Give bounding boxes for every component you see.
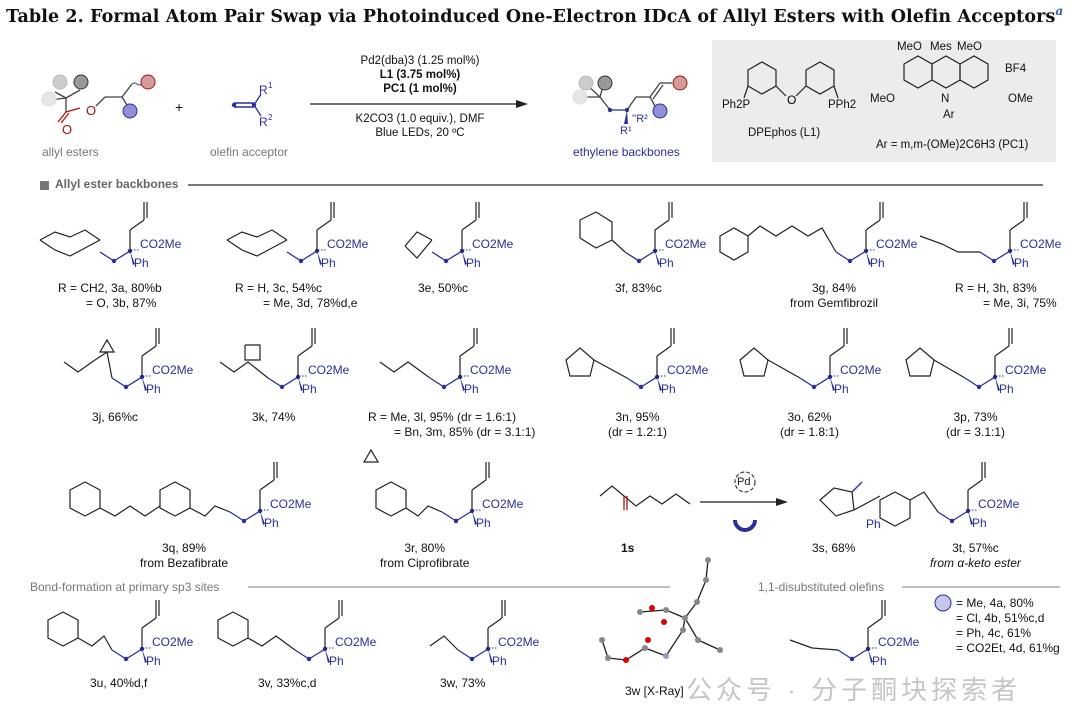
xray-structure [601,559,721,661]
pph2-label: PPh2 [828,99,857,111]
ar-label: Ar [943,109,955,121]
svg-text:O: O [86,103,96,118]
caption-3s: 3s, 68% [812,541,856,555]
caption-3c-3d: R = H, 3c, 54%c= Me, 3d, 78%d,e [235,281,358,310]
olefin-acceptor-structure: R 1 R 2 [231,81,273,129]
caption-3n: 3n, 95%(dr = 1.2:1) [608,410,668,439]
dpephos-structure [743,61,839,99]
caption-3r: 3r, 80%from Ciprofibrate [380,541,470,570]
svg-text:O: O [787,93,796,107]
caption-3w-xray: 3w [X-Ray] [625,684,684,698]
caption-3l-3m: R = Me, 3l, 95% (dr = 1.6:1)= Bn, 3m, 85… [368,410,536,439]
meo-label-1: MeO [897,41,922,53]
svg-text:R: R [259,115,268,129]
svg-text:''R²: ''R² [632,113,648,125]
watermark: 公众号 · 分子酮块探索者 [686,675,1022,705]
section-primary-sp3: Bond-formation at primary sp3 sites [30,580,220,594]
olefin-acceptor-label: olefin acceptor [210,145,289,159]
n-plus-label: N [941,93,950,105]
svg-text:1: 1 [268,81,273,90]
acridinium-structure [903,55,989,89]
product-structure: R¹ ''R² [572,75,688,137]
meo-label-2: MeO [957,41,982,53]
catalyst-box [712,40,1056,162]
table-title: Table 2. Formal Atom Pair Swap via Photo… [6,4,1064,27]
caption-3w: 3w, 73% [440,676,486,690]
svg-text:R: R [259,83,268,97]
conditions-above: Pd2(dba)3 (1.25 mol%) L1 (3.75 mol%) PC1… [360,55,480,95]
xray-atoms [599,557,723,663]
caption-3e: 3e, 50%c [418,281,469,295]
svg-text:O: O [62,122,72,137]
meo-label-3: MeO [870,93,895,105]
dpephos-label: DPEphos (L1) [748,127,821,139]
svg-text:R¹: R¹ [620,125,632,137]
section-allyl-ester-backbones: Allyl ester backbones [55,177,179,191]
section-disubstituted-olefins: 1,1-disubstituted olefins [758,580,885,594]
caption-3v: 3v, 33%c,d [258,676,317,690]
ethylene-backbones-label: ethylene backbones [573,145,680,159]
ph2p-label: Ph2P [722,99,751,111]
caption-3o: 3o, 62%(dr = 1.8:1) [780,410,840,439]
caption-3j: 3j, 66%c [92,410,139,424]
conditions-below: K2CO3 (1.0 equiv.), DMF Blue LEDs, 20 ºC [355,113,485,139]
pd-catalyst-icon: Pd [737,476,751,488]
caption-4a-4d: = Me, 4a, 80% = Cl, 4b, 51%c,d = Ph, 4c,… [956,596,1060,655]
caption-3k: 3k, 74% [252,410,296,424]
mes-label: Mes [930,41,952,53]
caption-3g: 3g, 84%from Gemfibrozil [790,281,879,310]
caption-1s: 1s [621,541,635,555]
caption-3u: 3u, 40%d,f [90,676,148,690]
caption-3h-3i: R = H, 3h, 83%= Me, 3i, 75% [955,281,1057,310]
pc1-label: Ar = m,m-(OMe)2C6H3 (PC1) [876,139,1029,151]
svg-text:2: 2 [268,113,273,122]
caption-3a-3b: R = CH2, 3a, 80%b= O, 3b, 87% [58,281,162,310]
caption-3p: 3p, 73%(dr = 3.1:1) [946,410,1006,439]
allyl-esters-label: allyl esters [42,145,99,159]
ome-label: OMe [1008,93,1033,105]
caption-3q: 3q, 89%from Bezafibrate [140,541,229,570]
allyl-ester-structure: O O [41,74,156,137]
bf4-label: BF4 [1005,63,1027,75]
caption-3f: 3f, 83%c [615,281,662,295]
plus-sign: + [175,99,184,115]
